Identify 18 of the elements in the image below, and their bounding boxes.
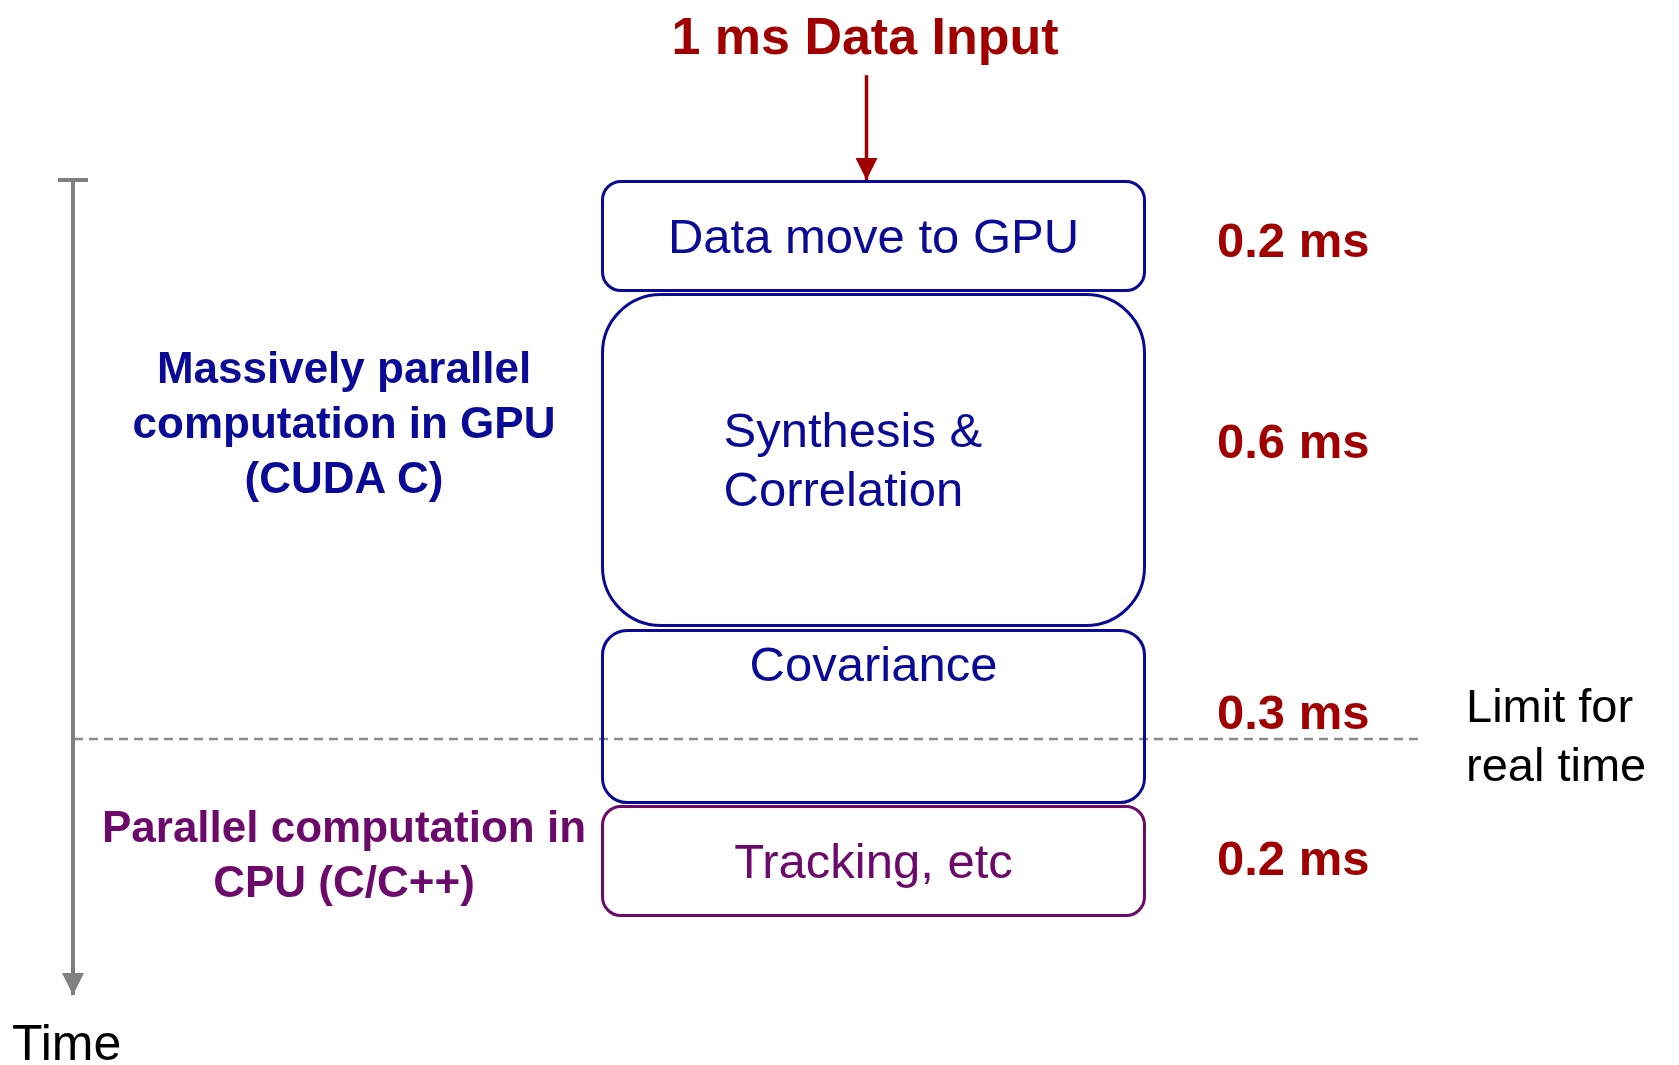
step-label: Covariance (749, 636, 998, 694)
process-box (601, 805, 1146, 917)
process-box (601, 180, 1146, 292)
duration-label: 0.2 ms (1217, 834, 1370, 883)
arrow (855, 75, 878, 180)
process-box (601, 293, 1146, 627)
input-heading: 1 ms Data Input (620, 8, 1110, 66)
step-label: Tracking, etc (734, 832, 1013, 890)
duration-label: 0.3 ms (1217, 688, 1370, 737)
step-label: Synthesis & Correlation (723, 402, 984, 518)
threshold-label: Limit for real time (1466, 678, 1648, 793)
group-label: Parallel computation in CPU (C/C++) (100, 801, 588, 908)
duration-label: 0.6 ms (1217, 417, 1370, 466)
duration-label: 0.2 ms (1217, 216, 1370, 265)
process-box (601, 629, 1146, 804)
axis-label: Time (12, 1014, 123, 1065)
step-label: Data move to GPU (667, 207, 1080, 265)
group-label: Massively parallel computation in GPU (CUDA C) (131, 342, 557, 504)
